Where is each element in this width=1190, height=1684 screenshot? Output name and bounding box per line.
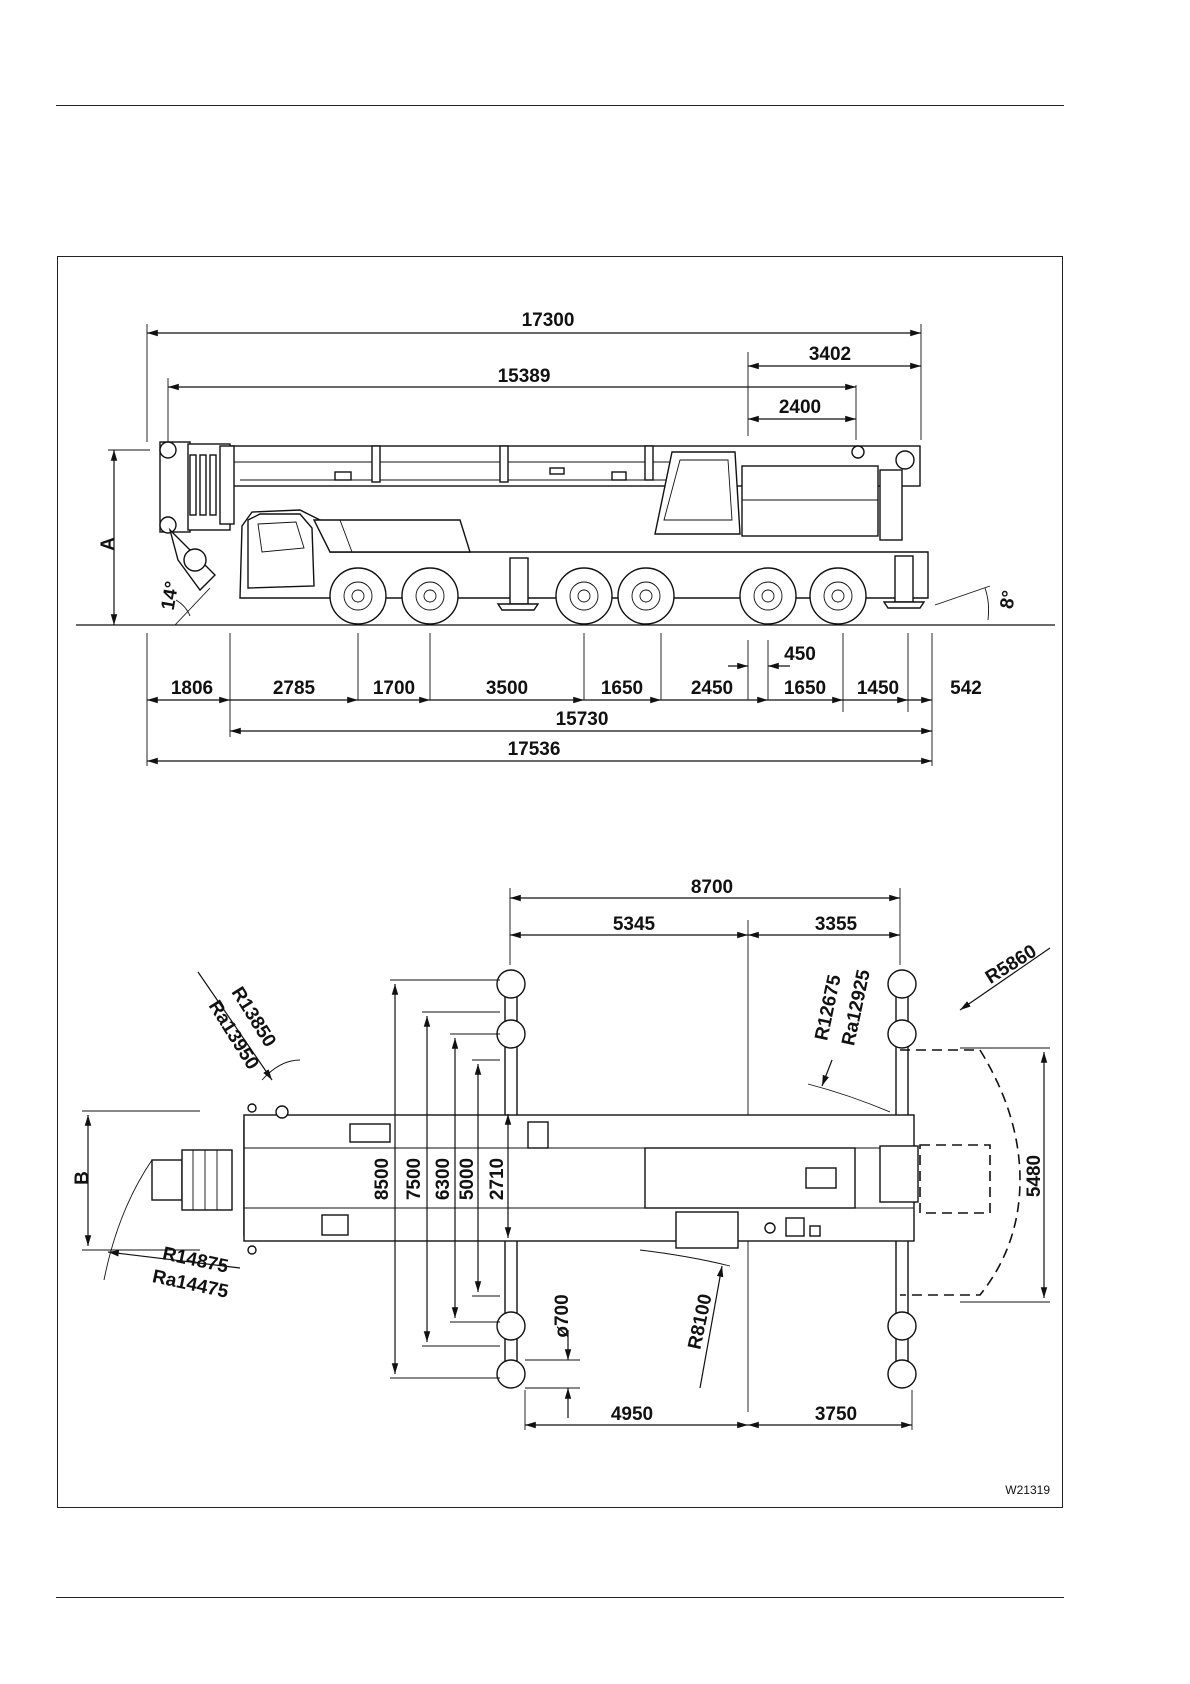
dim-bottom-left: 4950 xyxy=(611,1404,653,1425)
counterweight xyxy=(742,466,878,536)
dim-1650b: 1650 xyxy=(784,678,826,699)
pad-diameter: ø700 xyxy=(552,1294,573,1337)
dim-width-6300: 6300 xyxy=(433,1158,454,1200)
front-angle: 14° xyxy=(158,580,184,612)
counterweight-top xyxy=(880,1146,918,1202)
dim-bottom-right: 3750 xyxy=(815,1404,857,1425)
dim-width-7500: 7500 xyxy=(404,1158,425,1200)
dim-450: 450 xyxy=(784,644,816,665)
carrier-top xyxy=(152,1104,918,1254)
rear-angle: 8° xyxy=(997,589,1021,611)
dim-boom: 15389 xyxy=(498,366,551,387)
dim-1806: 1806 xyxy=(171,678,213,699)
dim-outrigger-span: 8700 xyxy=(691,877,733,898)
width-label-b: B xyxy=(72,1171,93,1185)
side-view: 17300 3402 15389 2400 A 14° 8° xyxy=(76,310,1055,766)
drawing-id: W21319 xyxy=(1005,1483,1050,1497)
dim-1650a: 1650 xyxy=(601,678,643,699)
dim-width-2710: 2710 xyxy=(487,1158,508,1200)
radius-counterweight: R5860 xyxy=(982,941,1041,988)
dim-counterweight-width: 5480 xyxy=(1024,1155,1045,1197)
top-view: 8700 5345 3355 xyxy=(72,877,1050,1430)
dim-rear-span: 3355 xyxy=(815,914,858,935)
dim-3500: 3500 xyxy=(486,678,528,699)
dim-rear-b: 2400 xyxy=(779,397,821,418)
dim-width-8500: 8500 xyxy=(372,1158,393,1200)
dim-1450: 1450 xyxy=(857,678,899,699)
dim-front-span: 5345 xyxy=(613,914,656,935)
dim-542: 542 xyxy=(950,678,982,699)
wheels xyxy=(330,568,866,624)
dim-1700: 1700 xyxy=(373,678,415,699)
dim-width-5000: 5000 xyxy=(457,1158,478,1200)
dim-overall-length: 17536 xyxy=(508,739,561,760)
crane-cab-top xyxy=(676,1212,738,1248)
dim-overall-top: 17300 xyxy=(522,310,575,331)
dim-rear-a: 3402 xyxy=(809,344,851,365)
height-label-a: A xyxy=(98,537,119,551)
boom-head xyxy=(160,442,234,590)
dim-2450: 2450 xyxy=(691,678,733,699)
dim-wheelbase-total: 15730 xyxy=(556,709,609,730)
dim-2785: 2785 xyxy=(273,678,316,699)
